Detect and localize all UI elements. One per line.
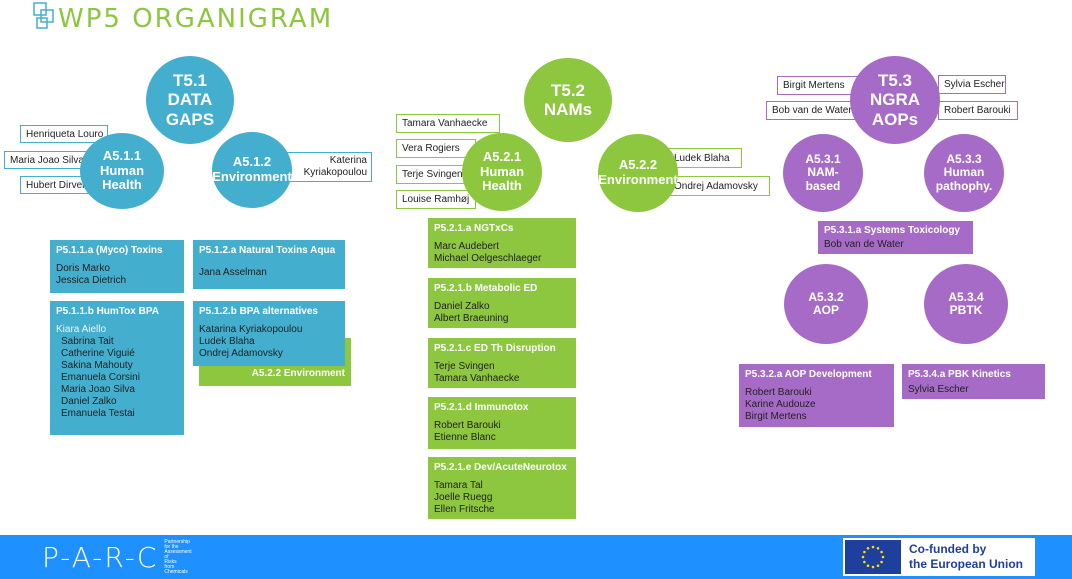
person-tag: Bob van de Water [766, 101, 856, 120]
person-tag: Maria Joao Silva [4, 151, 92, 169]
page-title: WP5 ORGANIGRAM [58, 4, 334, 34]
project-box-p521c: P5.2.1.c ED Th Disruption Terje Svingen … [428, 338, 576, 388]
project-box-p531a: P5.3.1.a Systems Toxicology Bob van de W… [818, 221, 973, 254]
project-box-p532a: P5.3.2.a AOP Development Robert Barouki … [739, 364, 894, 427]
project-box-p521b: P5.2.1.b Metabolic ED Daniel Zalko Alber… [428, 278, 576, 328]
person-tag: Terje Svingen [396, 165, 476, 184]
person-tag: Vera Rogiers [396, 139, 476, 158]
footer-bar: P-A-R-C Partnership for the Assessment o… [0, 535, 1072, 579]
person-tag: Robert Barouki [938, 101, 1018, 120]
project-box-p521d: P5.2.1.d Immunotox Robert Barouki Etienn… [428, 397, 576, 449]
eu-banner: Co-funded by the European Union [843, 538, 1035, 576]
project-box-p534a: P5.3.4.a PBK Kinetics Sylvia Escher [902, 364, 1045, 399]
person-tag: Sylvia Escher [938, 75, 1006, 94]
project-box-p521e: P5.2.1.e Dev/AcuteNeurotox Tamara Tal Jo… [428, 457, 576, 519]
project-box-p512b: P5.1.2.b BPA alternatives Katarina Kyria… [193, 301, 345, 366]
parc-logo: P-A-R-C Partnership for the Assessment o… [42, 538, 192, 575]
person-tag: Birgit Mertens [777, 76, 869, 95]
person-tag: Henriqueta Louro [20, 125, 108, 143]
project-box-p512a: P5.1.2.a Natural Toxins Aqua Jana Asselm… [193, 240, 345, 289]
eu-flag-icon [845, 540, 901, 574]
title-logo-icon [33, 2, 55, 32]
person-tag: Ludek Blaha [668, 148, 742, 168]
person-tag: Tamara Vanhaecke [396, 114, 500, 133]
project-box-p511b: P5.1.1.b HumTox BPA Kiara Aiello Sabrina… [50, 301, 184, 435]
project-box-p511a: P5.1.1.a (Myco) Toxins Doris Marko Jessi… [50, 240, 184, 293]
person-tag: Ondrej Adamovsky [668, 176, 770, 196]
person-tag: Louise Ramhøj [396, 190, 476, 209]
parc-logo-subtitle: Partnership for the Assessment of Risks … [164, 538, 192, 575]
project-box-p521a: P5.2.1.a NGTxCs Marc Audebert Michael Oe… [428, 218, 576, 268]
